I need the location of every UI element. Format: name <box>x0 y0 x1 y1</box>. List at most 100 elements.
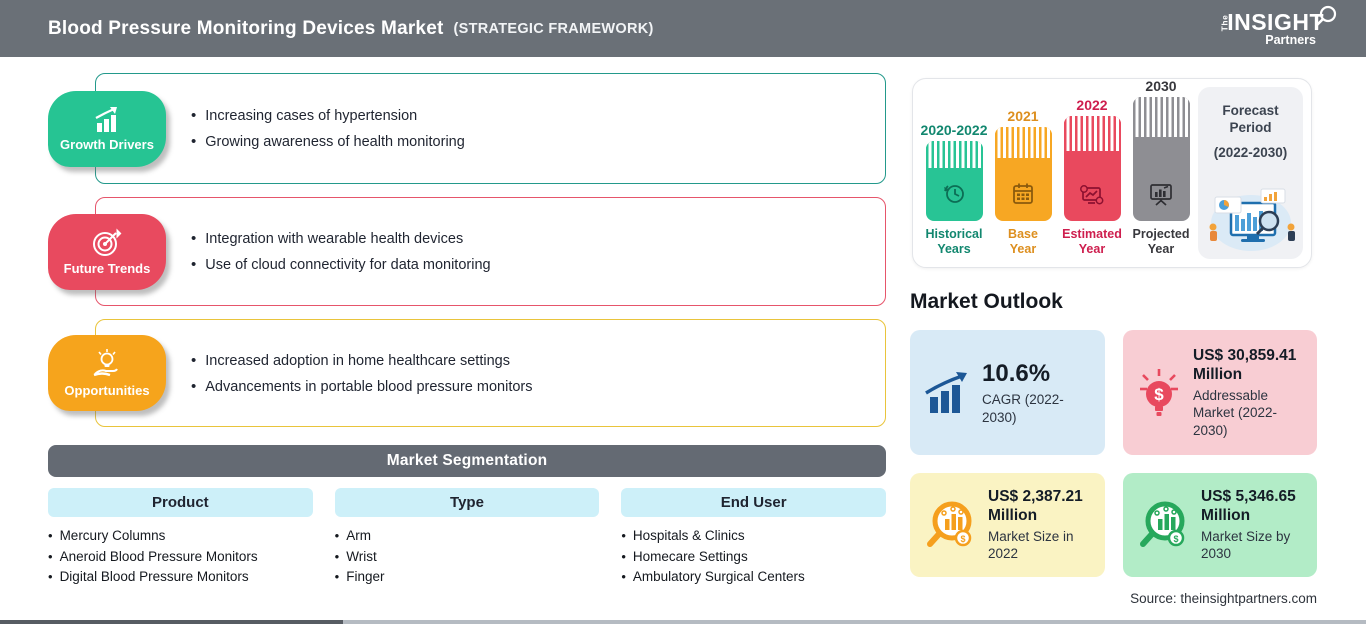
caption-line: Years <box>937 242 971 256</box>
target-dart-icon <box>93 228 122 256</box>
market-size-2022-card: $ US$ 2,387.21 Million Market Size in 20… <box>910 473 1105 577</box>
bullet-item: Increasing cases of hypertension <box>191 107 865 124</box>
enduser-list: Hospitals & Clinics Homecare Settings Am… <box>621 526 886 588</box>
bar-chart-arrow-icon <box>925 371 967 413</box>
bottom-bar-dark-segment <box>0 620 343 624</box>
magnifier-logo-icon <box>1316 5 1337 26</box>
bullet-item: Use of cloud connectivity for data monit… <box>191 256 865 273</box>
caption-line: Estimated <box>1062 227 1122 241</box>
badge-label: Future Trends <box>63 260 151 276</box>
bullet-item: Growing awareness of health monitoring <box>191 133 865 150</box>
logo-insight-text: INSIGHT <box>1227 8 1324 35</box>
growth-drivers-badge: Growth Drivers <box>48 90 166 167</box>
logo-partners-text: Partners <box>1265 32 1316 47</box>
segmentation-column-product: Product Mercury Columns Aneroid Blood Pr… <box>48 488 313 588</box>
bar-stripes <box>925 141 983 168</box>
calendar-icon <box>1013 183 1033 204</box>
forecast-line: Forecast <box>1222 103 1279 118</box>
market-segmentation-header: Market Segmentation <box>48 445 886 477</box>
bar-caption: Projected Year <box>1133 227 1190 257</box>
timeline-bars: 2020-2022 Historical Years 2021 <box>921 78 1190 259</box>
list-item: Arm <box>335 526 600 547</box>
page-title: Blood Pressure Monitoring Devices Market <box>48 17 444 39</box>
growth-drivers-box: Increasing cases of hypertension Growing… <box>95 73 886 184</box>
list-item: Digital Blood Pressure Monitors <box>48 567 313 588</box>
bar <box>925 141 983 221</box>
segmentation-grid: Product Mercury Columns Aneroid Blood Pr… <box>48 488 886 588</box>
header-bar: Blood Pressure Monitoring Devices Market… <box>0 0 1366 57</box>
future-trends-badge: Future Trends <box>48 213 166 290</box>
source-attribution: Source: theinsightpartners.com <box>1130 591 1317 606</box>
column-header: Type <box>334 488 600 517</box>
bar <box>1063 116 1121 221</box>
list-item: Wrist <box>335 547 600 568</box>
bullet-item: Integration with wearable health devices <box>191 230 865 247</box>
card-text: US$ 5,346.65 Million Market Size by 2030 <box>1201 487 1305 563</box>
type-list: Arm Wrist Finger <box>335 526 600 588</box>
bar-stripes <box>1063 116 1121 151</box>
caption-line: Projected <box>1132 227 1190 241</box>
bar-year-label: 2022 <box>1076 97 1108 113</box>
addressable-desc: Addressable Market (2022-2030) <box>1193 387 1278 438</box>
magnifier-chart-icon-green: $ <box>1140 501 1185 547</box>
growth-drivers-section: Growth Drivers Increasing cases of hyper… <box>48 73 886 184</box>
badge-label: Growth Drivers <box>60 136 154 152</box>
list-item: Mercury Columns <box>48 526 313 547</box>
size-2022-value: US$ 2,387.21 Million <box>988 488 1083 525</box>
hand-lightbulb-icon <box>93 349 118 377</box>
badge-label: Opportunities <box>64 383 150 398</box>
future-trends-box: Integration with wearable health devices… <box>95 197 886 306</box>
left-column: Growth Drivers Increasing cases of hyper… <box>48 73 886 588</box>
forecast-timeline-widget: 2020-2022 Historical Years 2021 <box>912 78 1312 268</box>
caption-line: Year <box>1078 242 1106 256</box>
bar-caption: Historical Years <box>926 227 983 257</box>
segmentation-column-type: Type Arm Wrist Finger <box>334 488 600 588</box>
segmentation-column-enduser: End User Hospitals & Clinics Homecare Se… <box>621 488 886 588</box>
bullet-item: Increased adoption in home healthcare se… <box>191 352 865 369</box>
bar-stripes <box>1132 97 1190 137</box>
size-2030-value: US$ 5,346.65 Million <box>1201 488 1296 525</box>
bottom-bar-light-segment <box>343 620 1366 624</box>
bar <box>994 127 1052 221</box>
magnifier-chart-icon-orange: $ <box>927 501 972 547</box>
opportunities-box: Increased adoption in home healthcare se… <box>95 319 886 427</box>
bar-caption: Base Year <box>1008 227 1038 257</box>
cagr-value: 10.6% <box>982 359 1051 387</box>
size-2030-desc: Market Size by 2030 <box>1201 528 1291 562</box>
product-list: Mercury Columns Aneroid Blood Pressure M… <box>48 526 313 588</box>
dollar-glyph: $ <box>1154 385 1164 404</box>
dollar-glyph: $ <box>1173 534 1178 544</box>
dollar-lightbulb-icon: $ <box>1140 368 1178 416</box>
column-header: Product <box>48 488 313 517</box>
caption-line: Historical <box>925 227 983 241</box>
dollar-glyph: $ <box>960 534 965 544</box>
list-item: Homecare Settings <box>621 547 886 568</box>
list-item: Finger <box>335 567 600 588</box>
analytics-illustration <box>1209 188 1295 251</box>
future-trends-section: Future Trends Integration with wearable … <box>48 197 886 306</box>
market-size-2030-card: $ US$ 5,346.65 Million Market Size by 20… <box>1123 473 1317 577</box>
bullet-item: Advancements in portable blood pressure … <box>191 378 865 395</box>
market-outlook-title: Market Outlook <box>910 290 1063 313</box>
list-item: Aneroid Blood Pressure Monitors <box>48 547 313 568</box>
logo-the-text: The <box>1219 14 1230 31</box>
list-item: Ambulatory Surgical Centers <box>621 567 886 588</box>
projected-year-bar: 2030 Projected Y <box>1132 78 1190 257</box>
forecast-period-panel: Forecast Period (2022-2030) <box>1198 87 1303 259</box>
opportunities-section: Opportunities Increased adoption in home… <box>48 319 886 427</box>
bar-caption: Estimated Year <box>1062 227 1122 257</box>
bar-chart-growth-icon <box>95 106 117 132</box>
card-text: 10.6% CAGR (2022-2030) <box>982 359 1093 426</box>
clock-history-icon <box>944 185 964 203</box>
caption-line: Year <box>1009 242 1037 256</box>
caption-line: Base <box>1008 227 1038 241</box>
chart-gear-icon <box>1080 185 1104 205</box>
opportunities-badge: Opportunities <box>48 335 166 411</box>
brand-logo: The INSIGHT Partners <box>1220 5 1338 47</box>
bar <box>1132 97 1190 221</box>
estimated-year-bar: 2022 Estimated Year <box>1062 97 1122 257</box>
outlook-cards: 10.6% CAGR (2022-2030) $ US$ 30,859.41 M… <box>910 330 1318 577</box>
bar-year-label: 2021 <box>1007 108 1039 124</box>
bar-year-label: 2020-2022 <box>920 122 988 138</box>
